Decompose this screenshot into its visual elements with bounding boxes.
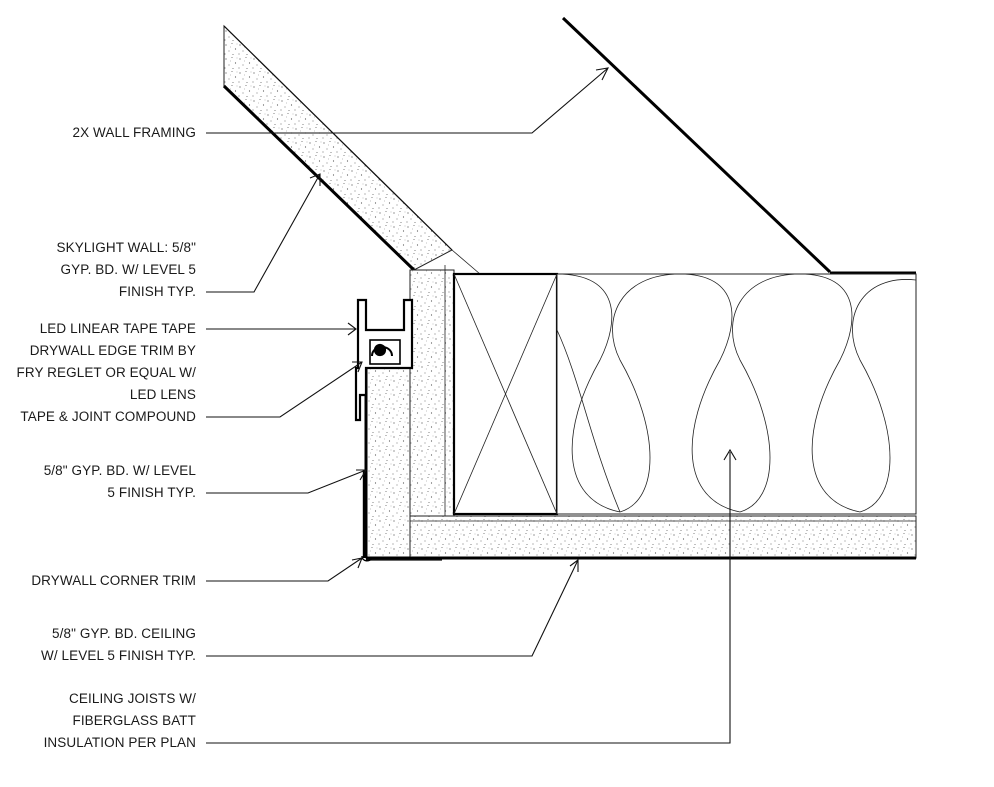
callout-gyp-wall: 5/8" GYP. BD. W/ LEVEL 5 FINISH TYP. — [43, 463, 196, 500]
drop-wall-gyp-board — [365, 367, 411, 559]
callout-led-trim: LED LINEAR TAPE TAPE DRYWALL EDGE TRIM B… — [16, 321, 196, 424]
leader-lines — [206, 67, 731, 744]
callout-gyp-ceiling: 5/8" GYP. BD. CEILING W/ LEVEL 5 FINISH … — [40, 626, 196, 663]
callout-corner-trim: DRYWALL CORNER TRIM — [31, 573, 196, 588]
callout-ceiling-joists: CEILING JOISTS W/ FIBERGLASS BATT INSULA… — [43, 691, 196, 750]
callout-wall-framing: 2X WALL FRAMING — [72, 125, 196, 140]
leader-arrowheads — [309, 67, 737, 572]
fiberglass-batt — [556, 273, 917, 515]
wall-framing-line — [561, 16, 832, 274]
led-edge-trim — [354, 298, 414, 422]
callout-skylight-wall: SKYLIGHT WALL: 5/8" GYP. BD. W/ LEVEL 5 … — [56, 240, 196, 299]
insulation-pattern — [556, 273, 917, 513]
